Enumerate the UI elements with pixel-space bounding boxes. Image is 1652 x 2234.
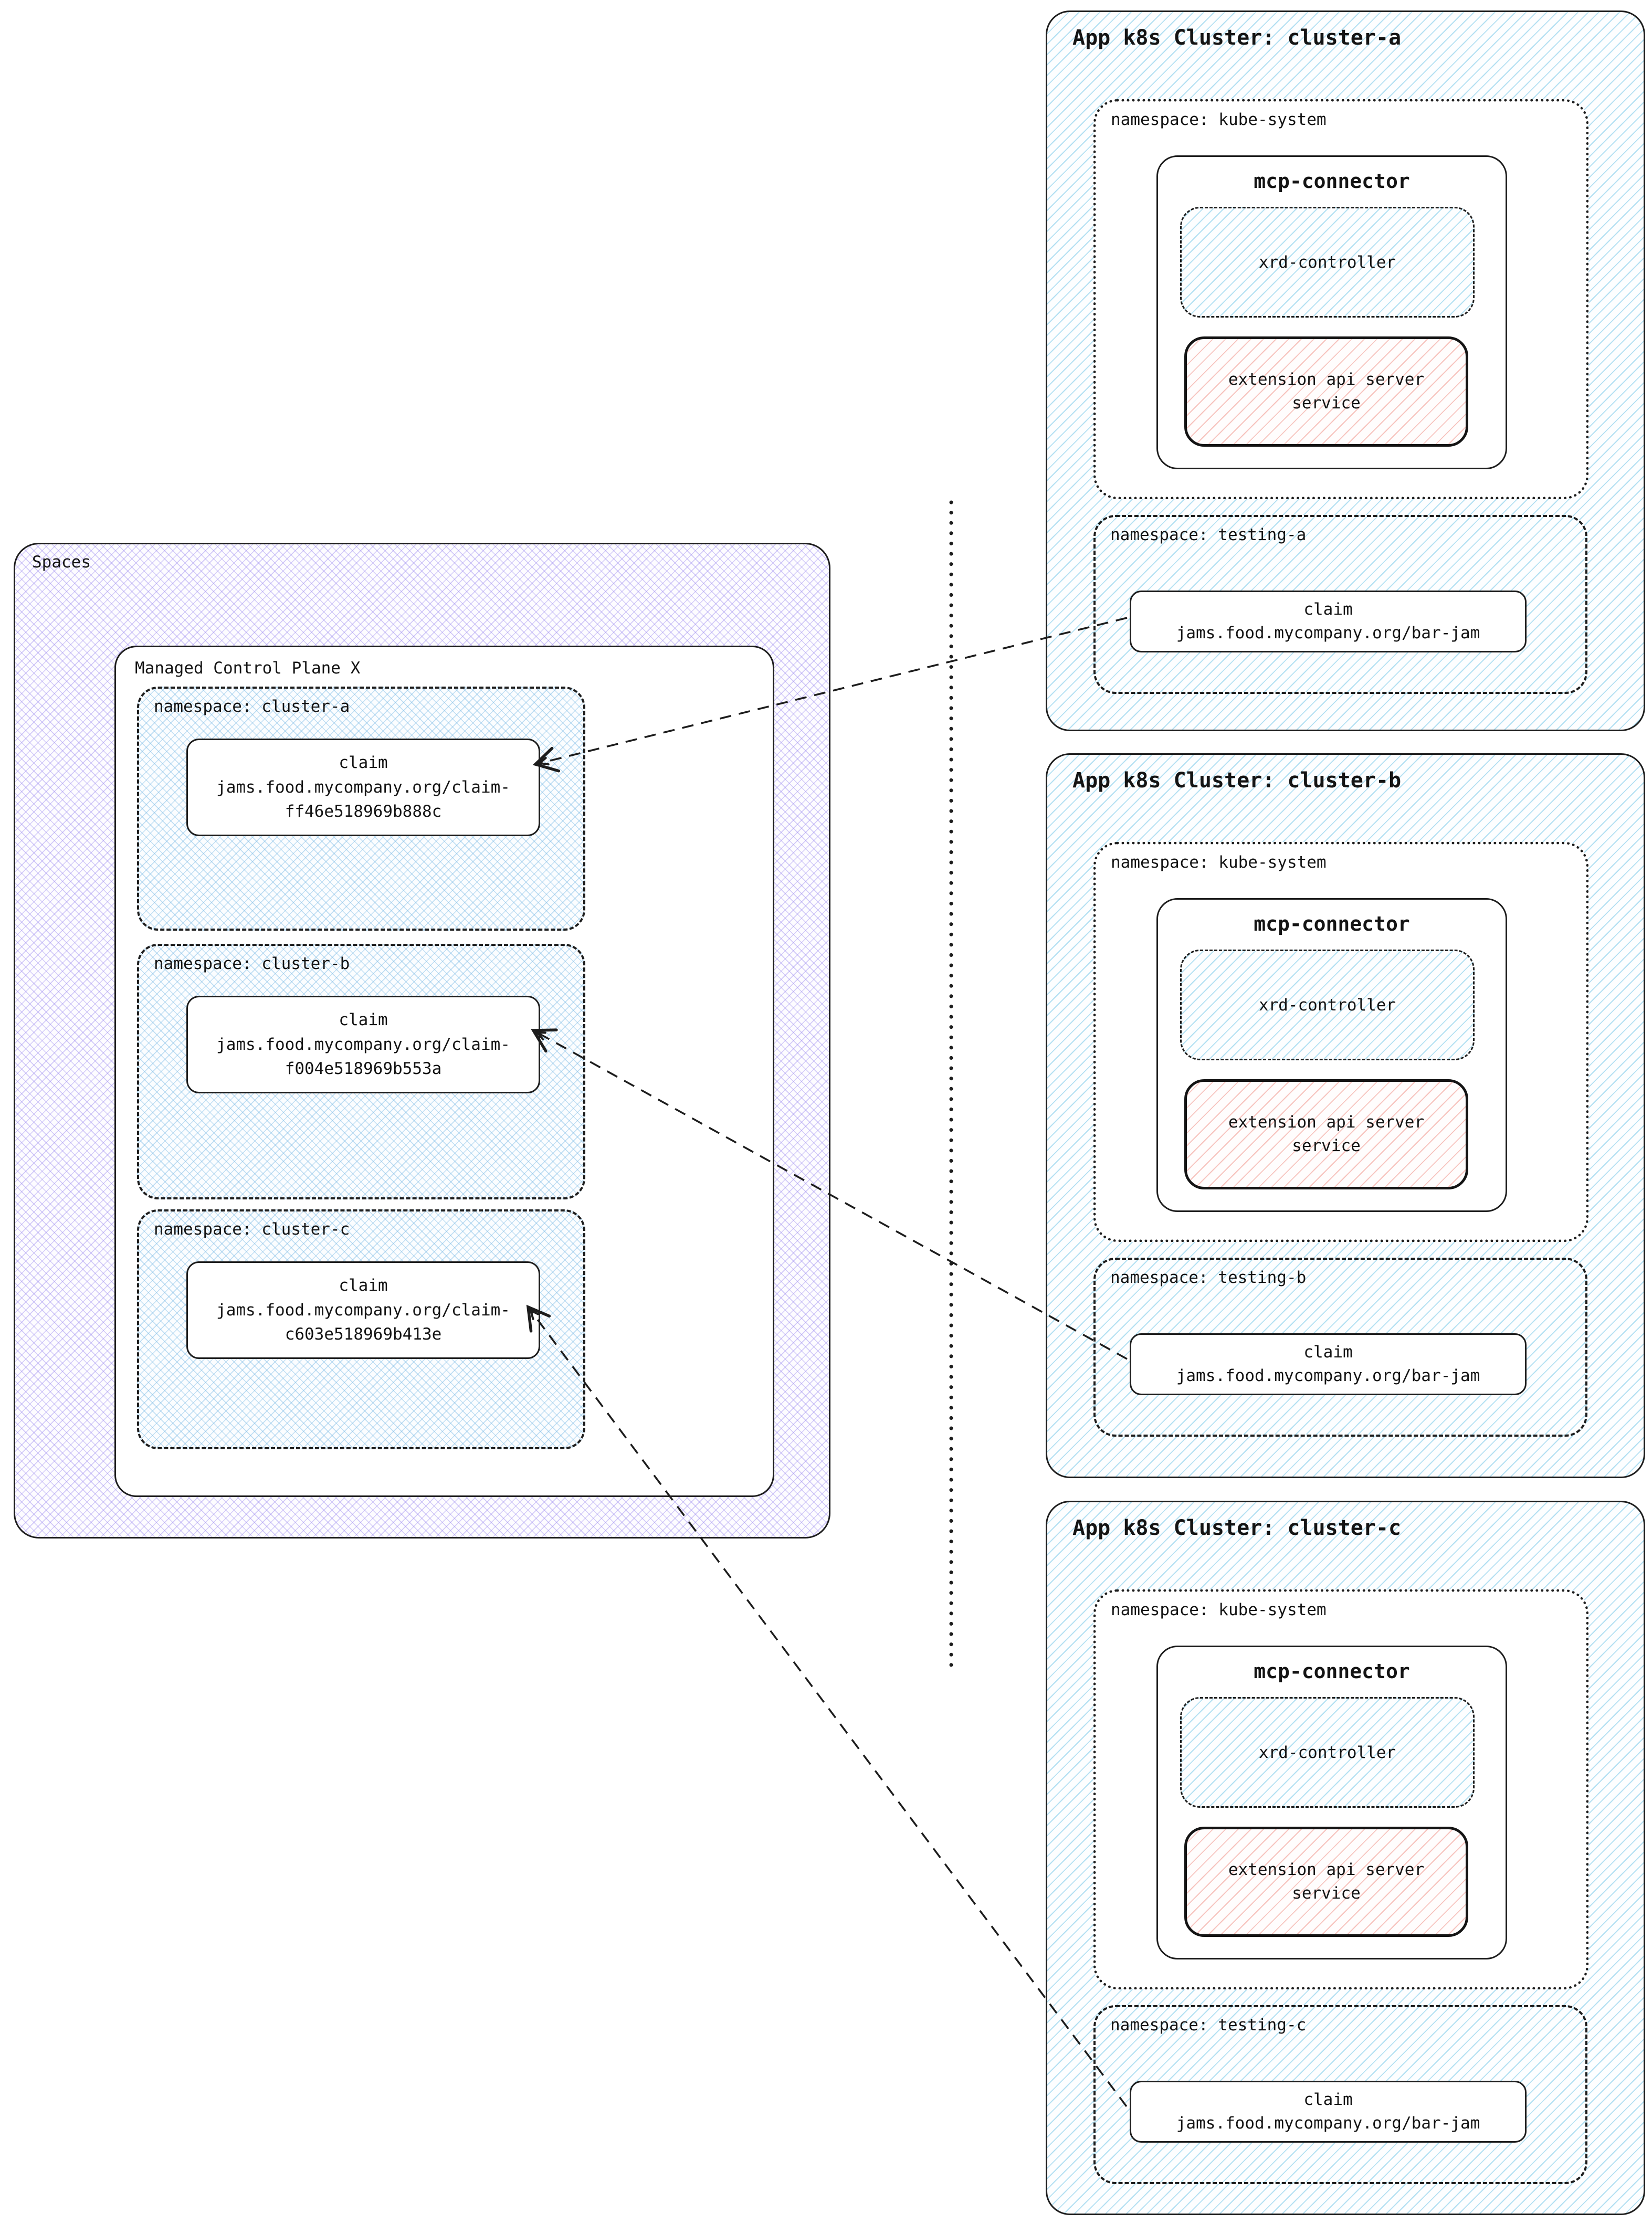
testing-b-namespace-box: namespace: testing-b claim jams.food.myc…: [1093, 1258, 1587, 1437]
extension-api-server-box: extension api server service: [1184, 1079, 1468, 1189]
kube-system-namespace-box: namespace: kube-system mcp-connector xrd…: [1093, 842, 1588, 1242]
testing-a-namespace-box: namespace: testing-a claim jams.food.myc…: [1093, 515, 1587, 694]
xrd-controller-label: xrd-controller: [1258, 252, 1396, 272]
mcp-connector-label: mcp-connector: [1254, 170, 1410, 193]
claim-title: claim: [1303, 2090, 1353, 2110]
claim-url-line2: f004e518969b553a: [285, 1059, 442, 1079]
kube-system-namespace-box: namespace: kube-system mcp-connector xrd…: [1093, 1589, 1588, 1989]
kube-system-namespace-box: namespace: kube-system mcp-connector xrd…: [1093, 99, 1588, 499]
xrd-controller-box: xrd-controller: [1180, 950, 1475, 1060]
app-cluster-b-title: App k8s Cluster: cluster-b: [1072, 768, 1402, 793]
namespace-cluster-a-label: namespace: cluster-a: [154, 697, 350, 716]
namespace-cluster-b-label: namespace: cluster-b: [154, 954, 350, 973]
xrd-controller-box: xrd-controller: [1180, 1697, 1475, 1808]
kube-system-label: namespace: kube-system: [1111, 110, 1327, 129]
xrd-controller-box: xrd-controller: [1180, 207, 1475, 318]
xrd-controller-label: xrd-controller: [1258, 995, 1396, 1015]
namespace-cluster-a-box: namespace: cluster-a claim jams.food.myc…: [137, 687, 585, 931]
spaces-label: Spaces: [32, 553, 91, 572]
claim-title: claim: [339, 1010, 388, 1030]
claim-cluster-c-box: claim jams.food.mycompany.org/claim- c60…: [186, 1261, 540, 1359]
claim-title: claim: [339, 753, 388, 773]
namespace-cluster-b-box: namespace: cluster-b claim jams.food.myc…: [137, 944, 585, 1199]
extension-api-server-box: extension api server service: [1184, 1827, 1468, 1937]
app-cluster-b-box: App k8s Cluster: cluster-b namespace: ku…: [1046, 753, 1645, 1478]
app-cluster-c-title: App k8s Cluster: cluster-c: [1072, 1516, 1402, 1540]
testing-a-label: namespace: testing-a: [1110, 525, 1307, 544]
extension-api-server-label-line1: extension api server: [1228, 1860, 1425, 1880]
kube-system-label: namespace: kube-system: [1111, 853, 1327, 872]
mcp-connector-label: mcp-connector: [1254, 912, 1410, 935]
managed-control-plane-box: Managed Control Plane X namespace: clust…: [114, 646, 774, 1497]
kube-system-label: namespace: kube-system: [1111, 1600, 1327, 1619]
namespace-cluster-c-box: namespace: cluster-c claim jams.food.myc…: [137, 1209, 585, 1449]
claim-url-line1: jams.food.mycompany.org/claim-: [216, 1035, 510, 1054]
extension-api-server-label-line1: extension api server: [1228, 370, 1425, 389]
mcp-connector-box: mcp-connector xrd-controller extension a…: [1156, 898, 1507, 1212]
claim-url: jams.food.mycompany.org/bar-jam: [1176, 1366, 1480, 1385]
xrd-controller-label: xrd-controller: [1258, 1743, 1396, 1762]
extension-api-server-label-line1: extension api server: [1228, 1113, 1425, 1132]
managed-control-plane-label: Managed Control Plane X: [135, 659, 361, 678]
claim-bar-jam-box: claim jams.food.mycompany.org/bar-jam: [1130, 2081, 1527, 2143]
claim-cluster-b-box: claim jams.food.mycompany.org/claim- f00…: [186, 996, 540, 1093]
claim-url-line1: jams.food.mycompany.org/claim-: [216, 777, 510, 797]
app-cluster-c-box: App k8s Cluster: cluster-c namespace: ku…: [1046, 1501, 1645, 2215]
app-cluster-a-box: App k8s Cluster: cluster-a namespace: ku…: [1046, 10, 1645, 731]
claim-url-line2: ff46e518969b888c: [285, 802, 442, 821]
extension-api-server-box: extension api server service: [1184, 336, 1468, 447]
mcp-connector-box: mcp-connector xrd-controller extension a…: [1156, 1646, 1507, 1959]
claim-title: claim: [1303, 1343, 1353, 1362]
extension-api-server-label-line2: service: [1292, 1136, 1361, 1155]
mcp-connector-label: mcp-connector: [1254, 1660, 1410, 1683]
mcp-connector-box: mcp-connector xrd-controller extension a…: [1156, 155, 1507, 469]
spaces-box: Spaces Managed Control Plane X namespace…: [14, 543, 830, 1538]
claim-title: claim: [1303, 600, 1353, 619]
namespace-cluster-c-label: namespace: cluster-c: [154, 1220, 350, 1239]
extension-api-server-label-line2: service: [1292, 394, 1361, 413]
claim-url-line1: jams.food.mycompany.org/claim-: [216, 1300, 510, 1320]
app-cluster-a-title: App k8s Cluster: cluster-a: [1072, 26, 1402, 50]
claim-url: jams.food.mycompany.org/bar-jam: [1176, 2114, 1480, 2133]
extension-api-server-label-line2: service: [1292, 1884, 1361, 1903]
testing-b-label: namespace: testing-b: [1110, 1268, 1307, 1287]
claim-bar-jam-box: claim jams.food.mycompany.org/bar-jam: [1130, 591, 1527, 652]
claim-url-line2: c603e518969b413e: [285, 1325, 442, 1344]
claim-cluster-a-box: claim jams.food.mycompany.org/claim- ff4…: [186, 739, 540, 836]
claim-url: jams.food.mycompany.org/bar-jam: [1176, 624, 1480, 642]
claim-bar-jam-box: claim jams.food.mycompany.org/bar-jam: [1130, 1333, 1527, 1395]
testing-c-label: namespace: testing-c: [1110, 2016, 1307, 2035]
claim-title: claim: [339, 1276, 388, 1295]
testing-c-namespace-box: namespace: testing-c claim jams.food.myc…: [1093, 2005, 1587, 2184]
